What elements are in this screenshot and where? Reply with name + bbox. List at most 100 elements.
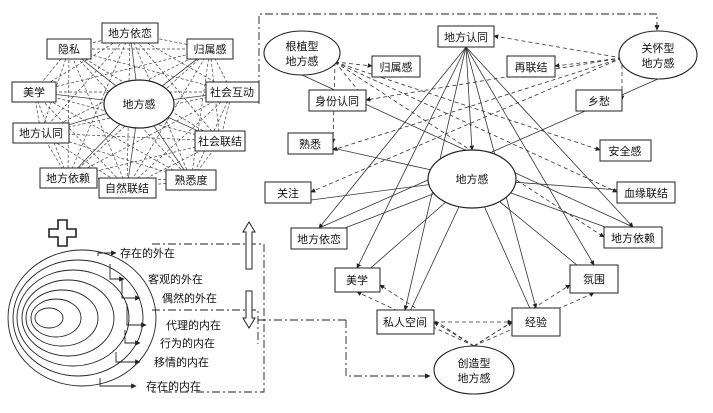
right-node-地方依赖: 地方依赖 (603, 226, 663, 249)
connector-line (334, 61, 601, 151)
svg-text:再联结: 再联结 (515, 61, 548, 74)
connector-line (126, 91, 233, 189)
svg-text:氛围: 氛围 (583, 273, 605, 286)
left-node-社会互动: 社会互动 (205, 81, 260, 103)
svg-text:自然联结: 自然联结 (105, 181, 149, 195)
left-node-隐私: 隐私 (46, 38, 92, 60)
svg-text:身份认同: 身份认同 (315, 94, 359, 108)
left-node-地方依赖: 地方依赖 (39, 167, 98, 189)
svg-text:归属感: 归属感 (380, 60, 413, 74)
spectrum-level: 代理的内在 (166, 318, 221, 332)
left-node-社会联结: 社会联结 (194, 130, 246, 152)
connector-line (129, 32, 221, 142)
connector-line (465, 46, 475, 151)
connector-line (332, 57, 623, 151)
svg-text:私人空间: 私人空间 (383, 315, 427, 329)
svg-text:地方认同: 地方认同 (19, 126, 63, 140)
svg-text:地方感: 地方感 (456, 172, 489, 186)
connector-line (433, 321, 475, 347)
svg-text:社会互动: 社会互动 (210, 85, 254, 99)
left-node-归属感: 归属感 (186, 38, 234, 60)
connector-line (68, 48, 221, 142)
connector-line (67, 32, 131, 179)
hollow-arrows (242, 221, 256, 329)
svg-text:美学: 美学 (346, 273, 368, 287)
type-rooted-sense-of-place: 根植型 地方感 (263, 30, 341, 76)
svg-text:乡愁: 乡愁 (588, 95, 610, 108)
left-center-label: 地方感 (123, 97, 156, 111)
left-center-ellipse (103, 79, 175, 129)
svg-text:地方依赖: 地方依赖 (611, 231, 655, 245)
svg-text:创造型: 创造型 (458, 356, 491, 370)
right-node-乡愁: 乡愁 (575, 89, 623, 112)
connector-line (493, 34, 623, 59)
svg-text:社会联结: 社会联结 (198, 134, 242, 148)
svg-text:地方感: 地方感 (642, 56, 675, 70)
connector-line (365, 57, 623, 102)
svg-text:地方认同: 地方认同 (444, 30, 488, 44)
type-concerned-sense-of-place: 关怀型 地方感 (618, 30, 698, 80)
connector-line (68, 48, 128, 189)
right-node-私人空间: 私人空间 (376, 309, 435, 335)
connector-line (310, 57, 623, 193)
svg-text:地方依恋: 地方依恋 (297, 232, 341, 246)
connector-line (129, 32, 192, 181)
connector-line (334, 61, 618, 193)
connector-line (33, 48, 211, 93)
connector-line (126, 48, 211, 189)
right-node-身份认同: 身份认同 (308, 89, 367, 112)
right-node-地方认同: 地方认同 (437, 25, 495, 48)
plus-icon: + (48, 219, 77, 247)
right-node-熟悉: 熟悉 (287, 132, 334, 155)
spectrum-level: 偶然的外在 (162, 291, 217, 305)
svg-text:地方感: 地方感 (458, 371, 491, 385)
svg-text:经验: 经验 (525, 315, 547, 329)
svg-text:地方依赖: 地方依赖 (46, 171, 90, 185)
connector-line (465, 46, 595, 266)
connector-line (68, 48, 233, 93)
svg-text:隐私: 隐私 (58, 43, 80, 56)
connector-line (40, 32, 131, 134)
left-node-美学: 美学 (11, 81, 57, 103)
right-node-血缘联结: 血缘联结 (616, 181, 676, 204)
connector-line (465, 46, 634, 228)
svg-text:根植型: 根植型 (286, 39, 319, 53)
right-node-安全感: 安全感 (599, 139, 652, 162)
connector-line (67, 48, 70, 179)
left-node-熟悉度: 熟悉度 (165, 169, 217, 191)
spectrum-level: 存在的外在 (120, 246, 175, 260)
spectrum-level-labels: 存在的外在 客观的外在 偶然的外在 代理的内在 行为的内在 移情的内在 存在的内… (120, 246, 221, 393)
left-node-自然联结: 自然联结 (98, 177, 157, 199)
svg-text:血缘联结: 血缘联结 (624, 186, 668, 200)
svg-text:熟悉度: 熟悉度 (175, 173, 208, 187)
right-node-关注: 关注 (264, 181, 312, 204)
connector-line (190, 91, 233, 181)
svg-text:美学: 美学 (23, 85, 45, 99)
right-node-经验: 经验 (511, 307, 561, 337)
spectrum-level: 客观的外在 (148, 272, 203, 286)
left-node-地方依恋: 地方依恋 (101, 22, 159, 44)
right-center-sense-of-place: 地方感 (427, 149, 517, 209)
right-network: 根植型 地方感 关怀型 地方感 创造型 地方感 地方感 归属感 地方认同 (263, 25, 698, 395)
svg-text:熟悉: 熟悉 (299, 137, 321, 151)
right-node-归属感: 归属感 (371, 55, 421, 78)
connector-line (334, 61, 605, 238)
connector-line (334, 61, 367, 101)
type-creative-sense-of-place: 创造型 地方感 (433, 345, 515, 395)
right-node-再联结: 再联结 (506, 55, 556, 78)
svg-text:关怀型: 关怀型 (642, 41, 675, 55)
left-network: 地方感 地方依恋 归属感 社会互动 社会联结 熟悉度 自然联结 地方依赖 (11, 22, 260, 199)
right-node-地方依恋: 地方依恋 (290, 227, 348, 250)
connector-line (318, 46, 467, 229)
spectrum-level: 移情的内在 (154, 355, 209, 369)
svg-text:地方依恋: 地方依恋 (108, 26, 152, 40)
connector-line (554, 57, 623, 68)
spectrum-level: 存在的内在 (146, 379, 201, 393)
svg-text:安全感: 安全感 (609, 144, 642, 158)
spectrum-level: 行为的内在 (160, 336, 215, 350)
svg-text:关注: 关注 (277, 186, 299, 200)
right-node-氛围: 氛围 (569, 264, 619, 294)
left-node-地方认同: 地方认同 (12, 122, 70, 144)
svg-text:归属感: 归属感 (194, 42, 227, 56)
